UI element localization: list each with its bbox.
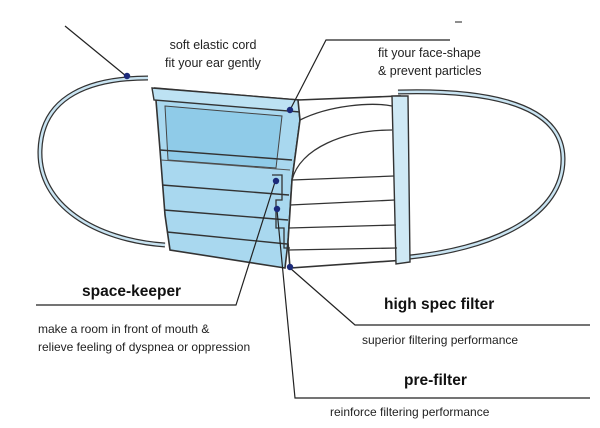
label-space-keeper-2: relieve feeling of dyspnea or oppression [38, 340, 251, 354]
dot-high-spec [286, 263, 294, 271]
inner-curve-2 [291, 129, 393, 181]
leader-face-shape [289, 39, 450, 111]
right-ear-loop-fill [397, 90, 565, 260]
pleat-2 [161, 184, 290, 196]
label-high-spec-desc: superior filtering performance [362, 333, 519, 347]
left-ear-loop-fill [38, 76, 166, 247]
leader-space-keeper [36, 181, 276, 306]
label-space-keeper-1: make a room in front of mouth & [38, 322, 210, 336]
inner-curve [299, 103, 393, 121]
inner-layer-right-edge [391, 95, 411, 265]
leader-pre-filter [276, 209, 590, 399]
dot-face-shape [286, 106, 294, 114]
dot-pre-filter [273, 205, 281, 213]
label-face-shape-2: & prevent particles [378, 64, 482, 78]
label-face-shape-1: fit your face-shape [378, 46, 481, 60]
label-high-spec-title: high spec filter [384, 296, 495, 313]
label-ear-cord-2: fit your ear gently [165, 56, 261, 70]
leader-ear-cord [64, 25, 127, 77]
pleat-1 [159, 149, 293, 161]
pleat-1b [160, 159, 291, 171]
pleat-white-4 [287, 247, 398, 251]
label-ear-cord-1: soft elastic cord [169, 38, 257, 52]
pleat-white-2 [289, 199, 396, 206]
leader-high-spec [289, 267, 590, 326]
dot-ear-cord [123, 72, 131, 80]
dot-space-keeper [272, 177, 280, 185]
pleat-3 [163, 209, 289, 221]
inner-layer-top [287, 95, 406, 269]
pleat-white-1 [291, 175, 395, 181]
label-space-keeper-title: space-keeper [82, 283, 182, 300]
label-pre-filter-title: pre-filter [404, 372, 467, 389]
mask-blue-inner [164, 105, 283, 169]
pleat-4 [166, 231, 288, 245]
label-pre-filter-desc: reinforce filtering performance [330, 405, 490, 419]
layer-steps [272, 174, 290, 249]
pleat-white-3 [288, 224, 397, 229]
